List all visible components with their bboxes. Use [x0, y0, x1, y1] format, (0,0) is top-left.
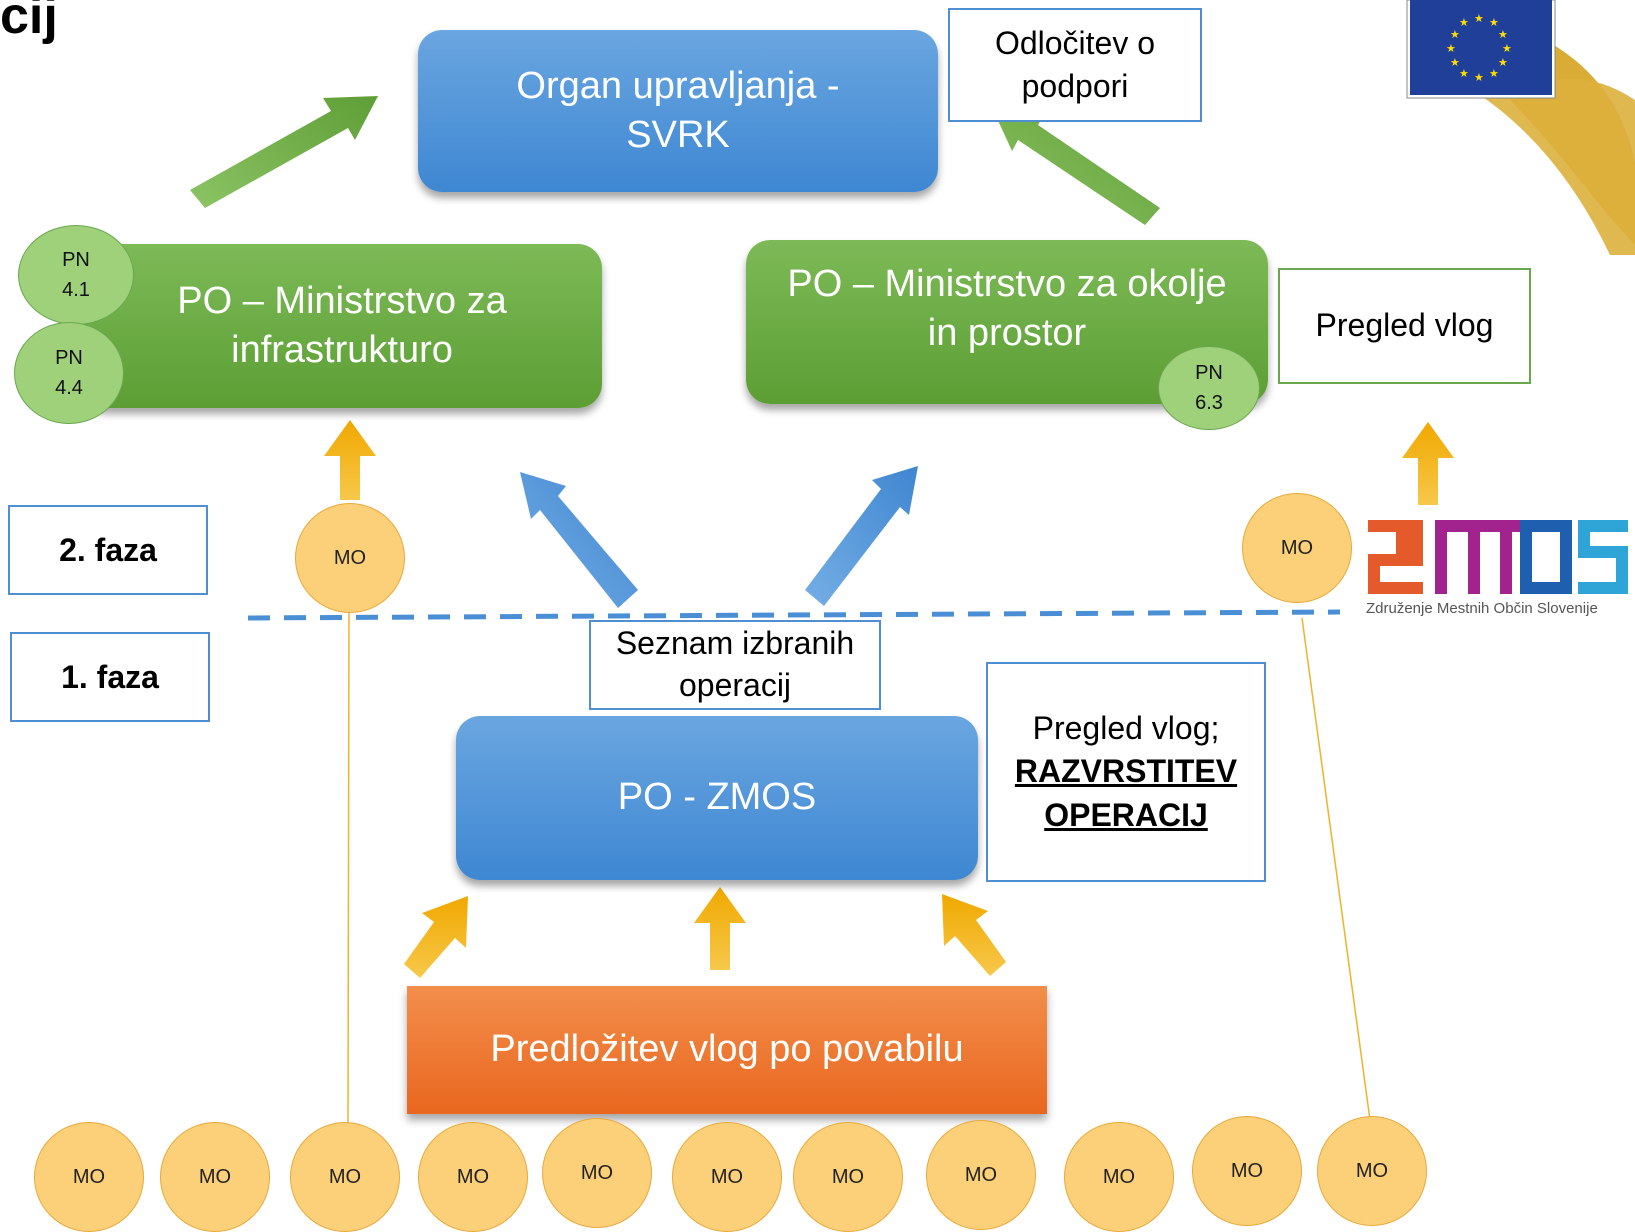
mo-label: MO	[580, 1161, 614, 1184]
mop-label: PO – Ministrstvo za okolje in prostor	[787, 262, 1227, 354]
mo-circle: MO	[418, 1122, 528, 1232]
razvrstitev-label: RAZVRSTITEV OPERACIJ	[1014, 753, 1238, 833]
eu-flag-icon	[1406, 0, 1556, 99]
mo-label: MO	[710, 1165, 744, 1188]
eu-stars-icon: ★ ★ ★ ★ ★ ★ ★ ★ ★ ★ ★ ★	[1446, 13, 1512, 84]
yellow-arrow-up-left	[404, 896, 468, 978]
pn-4-1-text: PN 4.1	[62, 249, 90, 301]
mo-label: MO	[1102, 1165, 1136, 1188]
seznam-label: Seznam izbranih operacij	[615, 625, 855, 703]
phase-1-text: 1. faza	[61, 658, 159, 695]
connector-line-left	[347, 597, 350, 1126]
phase-divider-line	[247, 609, 1341, 621]
mo-label: MO	[456, 1165, 490, 1188]
mo-circle: MO	[34, 1122, 144, 1232]
mo-circle: MO	[1242, 493, 1352, 603]
zmos-logo-caption: Združenje Mestnih Občin Slovenije	[1366, 600, 1598, 617]
razvrstitev-note: Pregled vlog; RAZVRSTITEV OPERACIJ	[986, 662, 1266, 882]
predlozitev-box: Predložitev vlog po povabilu	[407, 986, 1047, 1114]
pn-6-3-badge: PN 6.3	[1158, 346, 1260, 430]
odlocitev-note: Odločitev o podpori	[948, 8, 1202, 122]
mo-label: MO	[72, 1165, 106, 1188]
pn-4-4-badge: PN 4.4	[14, 322, 124, 424]
mo-label: MO	[831, 1165, 865, 1188]
blue-arrow-left	[520, 472, 638, 608]
connector-line-right	[1301, 617, 1371, 1121]
pregled-vlog2-label: Pregled vlog;	[1032, 710, 1220, 747]
gold-arc-decoration-2	[1480, 78, 1635, 255]
pn-4-4-text: PN 4.4	[55, 347, 83, 399]
green-arrow-left	[190, 96, 378, 208]
po-zmos-box: PO - ZMOS	[456, 716, 978, 880]
mo-circle: MO	[1317, 1116, 1427, 1226]
organ-upravljanja-box: Organ upravljanja - SVRK	[418, 30, 938, 192]
phase-1-label: 1. faza	[10, 632, 210, 722]
mo-circle: MO	[160, 1122, 270, 1232]
mo-label: MO	[1280, 536, 1314, 559]
mo-label: MO	[964, 1163, 998, 1186]
blue-arrow-right	[805, 466, 918, 606]
mo-circle: MO	[1064, 1122, 1174, 1232]
mo-label: MO	[328, 1165, 362, 1188]
seznam-note: Seznam izbranih operacij	[589, 620, 881, 710]
pn-6-3-text: PN 6.3	[1195, 362, 1223, 414]
green-arrow-right	[990, 103, 1160, 225]
mzi-box: PO – Ministrstvo za infrastrukturo	[82, 244, 602, 408]
mo-circle: MO	[542, 1118, 652, 1228]
mo-circle: MO	[793, 1122, 903, 1232]
po-zmos-label: PO - ZMOS	[617, 776, 817, 819]
yellow-arrow-up-center	[694, 887, 746, 970]
predlozitev-label: Predložitev vlog po povabilu	[490, 1028, 964, 1071]
yellow-arrow-mzi	[324, 420, 376, 500]
pregled-vlog-label: Pregled vlog	[1315, 307, 1494, 344]
zmos-logo-icon	[1368, 520, 1628, 594]
pregled-vlog-note: Pregled vlog	[1278, 268, 1531, 384]
mo-label: MO	[333, 546, 367, 569]
yellow-arrow-zmos-logo	[1402, 422, 1454, 505]
phase-2-text: 2. faza	[59, 531, 157, 568]
mo-label: MO	[1355, 1159, 1389, 1182]
mo-circle: MO	[290, 1122, 400, 1232]
mo-label: MO	[1230, 1159, 1264, 1182]
page-title-fragment: cij	[0, 0, 58, 45]
mo-circle: MO	[926, 1120, 1036, 1230]
phase-2-label: 2. faza	[8, 505, 208, 595]
mo-circle: MO	[295, 503, 405, 613]
mo-circle: MO	[1192, 1116, 1302, 1226]
pn-4-1-badge: PN 4.1	[18, 225, 134, 325]
mo-label: MO	[198, 1165, 232, 1188]
organ-upravljanja-label: Organ upravljanja - SVRK	[516, 64, 840, 156]
yellow-arrow-up-right	[942, 894, 1006, 976]
odlocitev-label: Odločitev o podpori	[994, 24, 1156, 104]
mo-circle: MO	[672, 1122, 782, 1232]
mzi-label: PO – Ministrstvo za infrastrukturo	[177, 279, 507, 371]
